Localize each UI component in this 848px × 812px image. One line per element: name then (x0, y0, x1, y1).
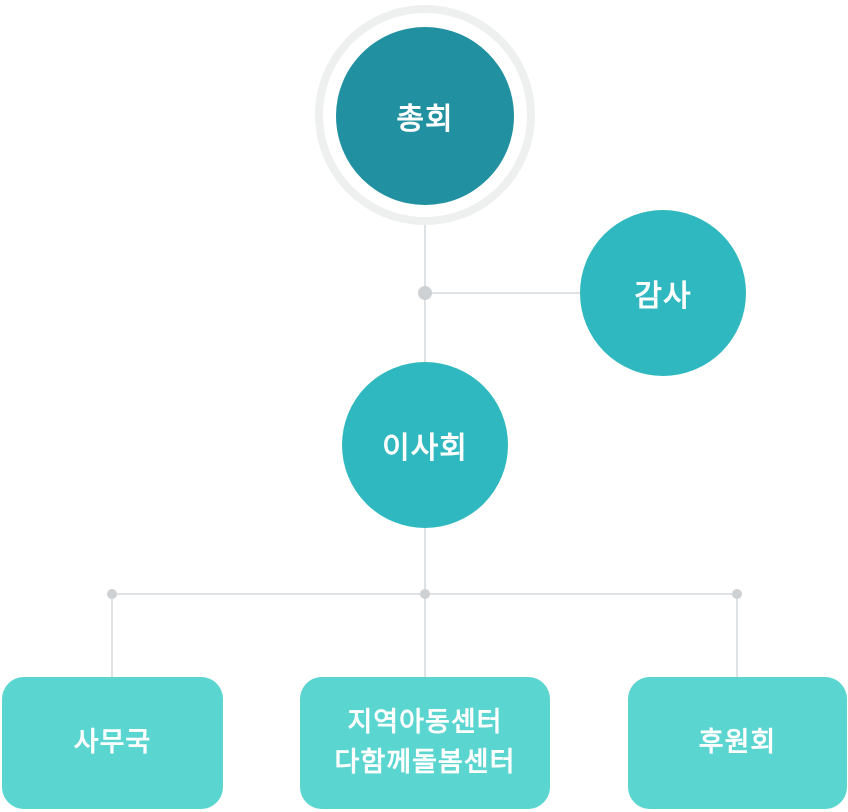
supporters-node: 후원회 (628, 677, 847, 809)
audit-label: 감사 (634, 279, 692, 314)
center-label-line2: 다함께돌봄센터 (334, 747, 516, 778)
general-assembly-node: 총회 (336, 27, 514, 205)
board-node: 이사회 (342, 362, 508, 528)
supporters-label: 후원회 (698, 727, 777, 758)
board-label: 이사회 (382, 431, 468, 466)
center-node: 지역아동센터 다함께돌봄센터 (300, 677, 550, 809)
office-label: 사무국 (73, 727, 152, 758)
supporters-junction-dot (732, 589, 742, 599)
office-junction-dot (107, 589, 117, 599)
center-junction-dot (420, 589, 430, 599)
general-assembly-label: 총회 (396, 102, 454, 137)
audit-junction-dot (418, 286, 432, 300)
audit-node: 감사 (580, 210, 746, 376)
office-node: 사무국 (2, 677, 223, 809)
center-label-line1: 지역아동센터 (347, 707, 503, 738)
